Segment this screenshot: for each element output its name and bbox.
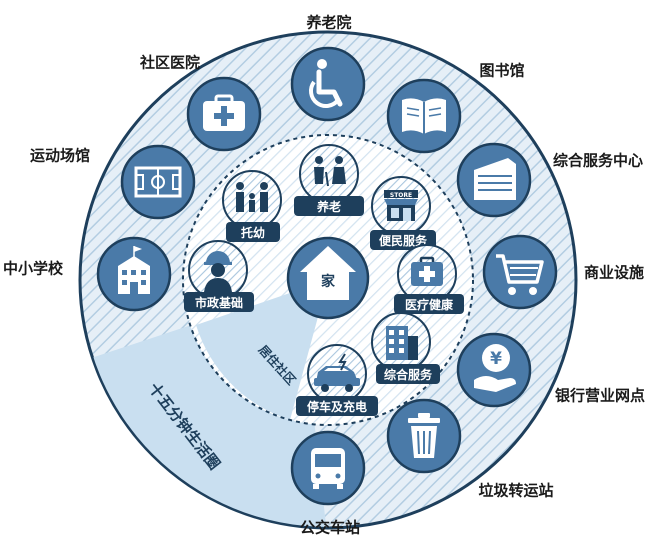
outer-label-bus-stop: 公交车站 xyxy=(299,518,361,537)
inner-node-label: 养老 xyxy=(316,199,341,214)
office-building-icon xyxy=(386,326,418,360)
inner-node-label: 停车及充电 xyxy=(307,399,367,414)
wheelchair-icon xyxy=(309,59,343,108)
outer-node-library xyxy=(386,78,462,154)
inner-node-label: 综合服务 xyxy=(384,367,433,382)
outer-label-bank: 银行营业网点 xyxy=(554,386,646,405)
outer-label-waste-station: 垃圾转运站 xyxy=(478,481,554,500)
yuan-hand-icon: ¥ xyxy=(474,344,516,392)
yuan-symbol: ¥ xyxy=(490,349,502,369)
outer-node-service-center xyxy=(456,142,532,218)
bus-icon xyxy=(311,448,345,489)
car-charging-icon xyxy=(314,353,360,392)
school-icon xyxy=(118,246,150,294)
inner-node-childcare: 托幼 xyxy=(222,170,282,242)
first-aid-icon xyxy=(411,256,443,286)
inner-node-convenience-service: STORE 便民服务 xyxy=(370,176,436,250)
outer-label-community-hospital: 社区医院 xyxy=(139,53,201,72)
outer-label-school: 中小学校 xyxy=(2,259,64,278)
inner-node-elderly-care: 养老 xyxy=(294,144,364,216)
outer-node-commercial xyxy=(482,234,558,310)
outer-node-school xyxy=(96,236,172,312)
trash-can-icon xyxy=(408,413,440,458)
inner-node-label: 市政基础 xyxy=(195,295,243,310)
outer-node-sports-venue xyxy=(120,144,196,220)
sports-field-icon xyxy=(134,166,182,198)
medical-kit-icon xyxy=(203,94,245,131)
house-icon xyxy=(300,246,356,300)
store-sign-text: STORE xyxy=(390,192,412,199)
inner-node-parking-charging: 停车及充电 xyxy=(296,344,378,416)
outer-label-service-center: 综合服务中心 xyxy=(552,151,644,170)
outer-label-nursing-home: 养老院 xyxy=(306,13,352,32)
outer-node-bus-stop xyxy=(290,430,366,506)
inner-node-label: 医疗健康 xyxy=(405,297,454,312)
worker-icon xyxy=(204,251,232,292)
family-icon xyxy=(236,182,268,212)
inner-node-label: 便民服务 xyxy=(379,233,428,248)
inner-node-integrated-service: 综合服务 xyxy=(371,312,440,384)
outer-label-sports-venue: 运动场馆 xyxy=(29,146,91,165)
outer-label-commercial: 商业设施 xyxy=(583,263,645,282)
shopping-cart-icon xyxy=(496,254,544,295)
building-icon xyxy=(474,158,516,200)
outer-node-bank: ¥ xyxy=(456,332,532,408)
outer-node-waste-station xyxy=(386,398,462,474)
home-center: 家 xyxy=(286,236,370,320)
community-boundary xyxy=(182,134,474,426)
home-label: 家 xyxy=(321,273,336,290)
inner-node-label: 托幼 xyxy=(241,225,265,240)
elderly-couple-icon xyxy=(314,156,346,187)
inner-node-municipal-infrastructure: 市政基础 xyxy=(184,240,254,312)
outer-node-community-hospital xyxy=(186,76,262,152)
store-icon: STORE xyxy=(384,190,418,221)
inner-node-medical-health: 医疗健康 xyxy=(394,244,464,314)
outer-node-nursing-home xyxy=(290,46,366,122)
outer-label-library: 图书馆 xyxy=(479,61,525,80)
book-icon xyxy=(402,98,446,134)
